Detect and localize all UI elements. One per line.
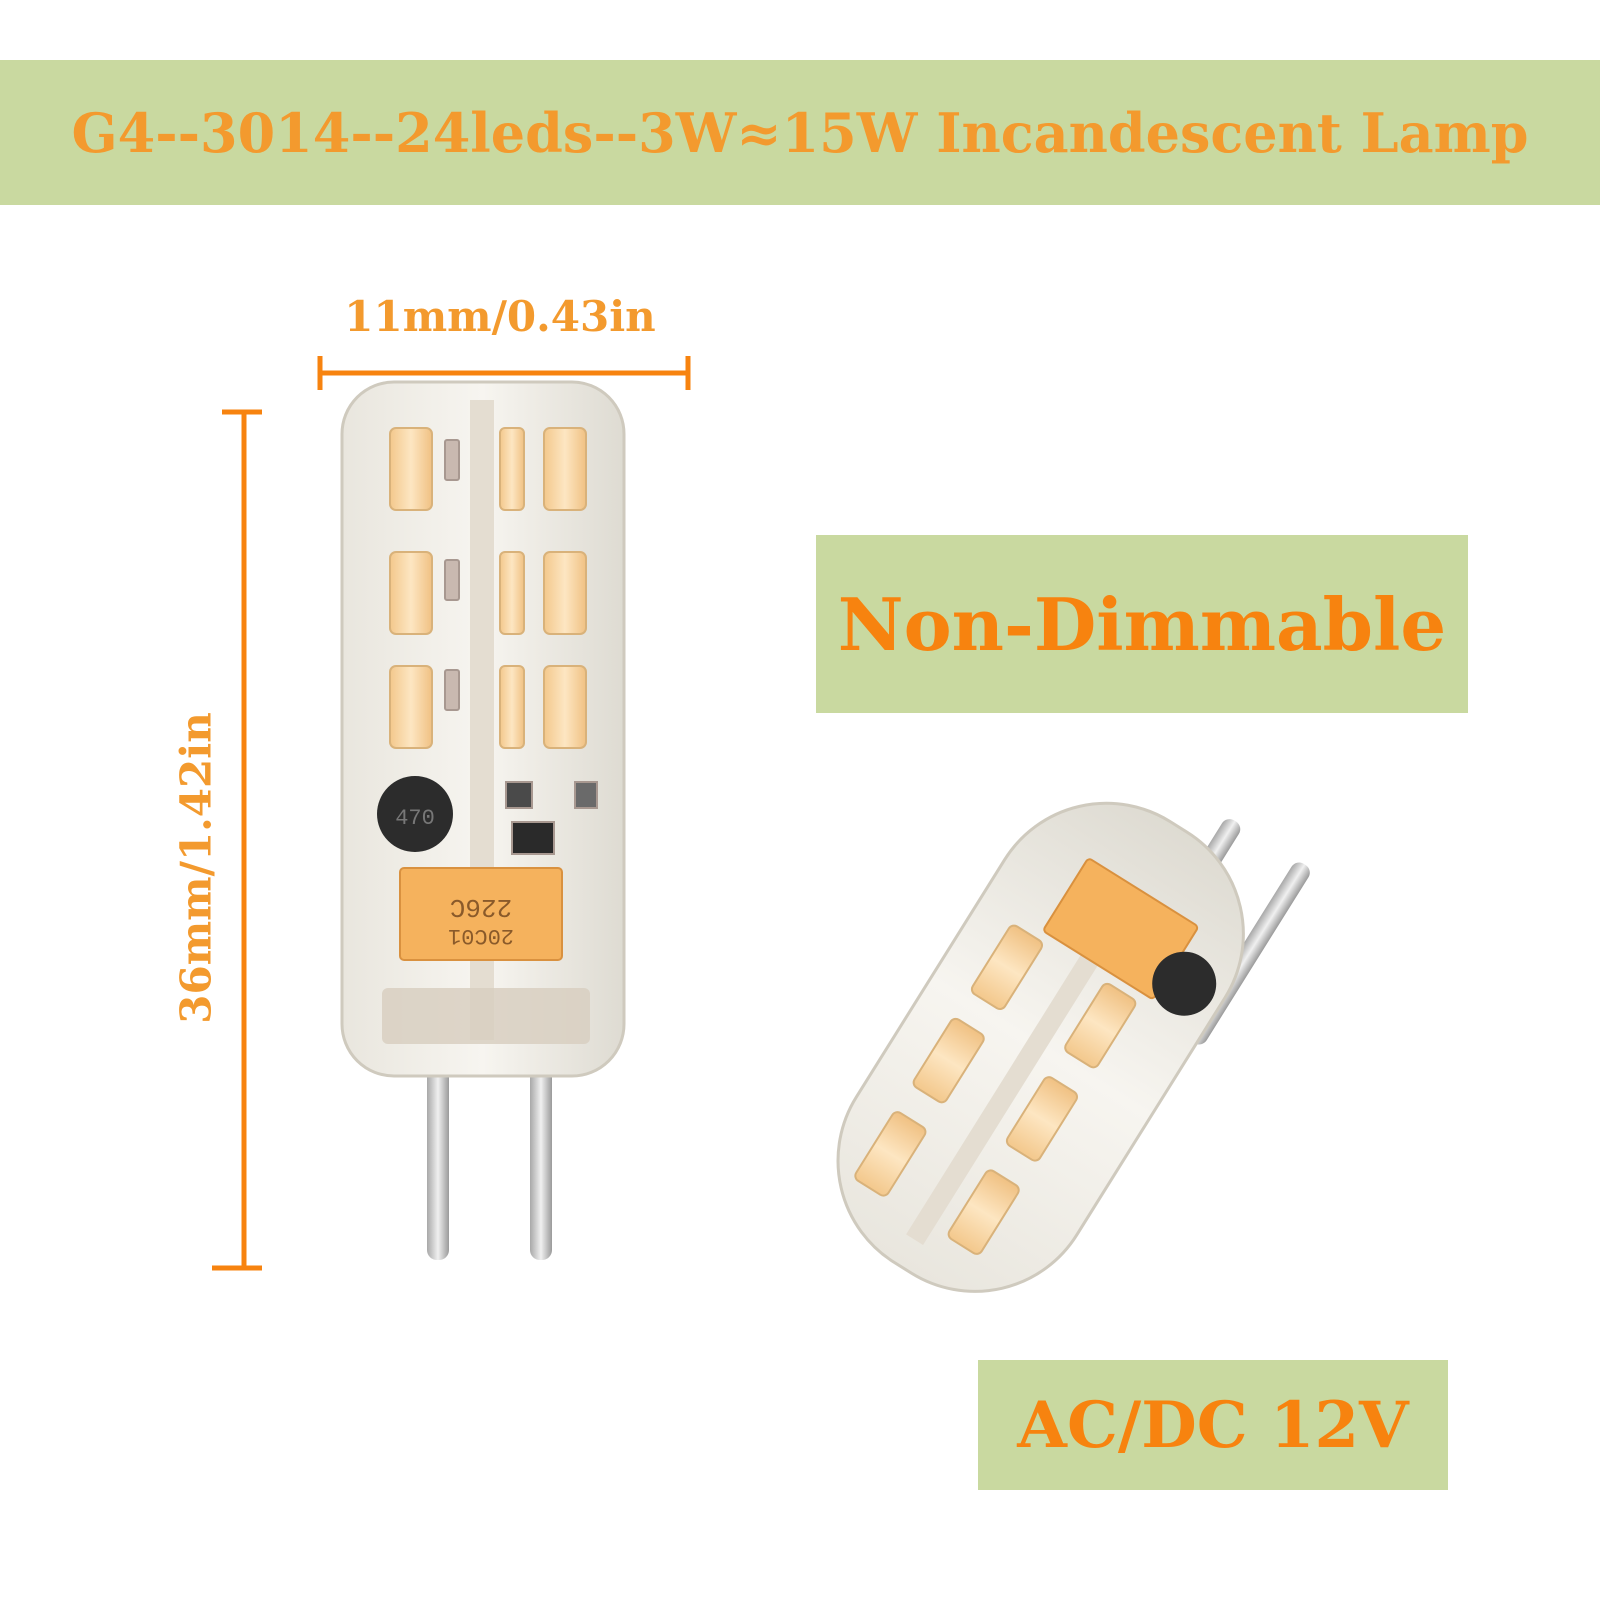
width-dimension-line — [317, 356, 691, 390]
height-dimension-line — [212, 409, 262, 1271]
angled-led-chips — [854, 924, 1137, 1255]
angled-inductor — [1152, 951, 1217, 1016]
voltage-badge: AC/DC 12V — [978, 1360, 1448, 1490]
width-dimension-label: 11mm/0.43in — [344, 292, 656, 341]
angled-bulb — [836, 801, 1310, 1293]
upright-bulb: 470 226C 20C01 — [340, 380, 626, 1260]
bulb-pin-left — [427, 1040, 449, 1260]
title-banner: G4--3014--24leds--3W≈15W Incandescent La… — [0, 60, 1600, 205]
product-title: G4--3014--24leds--3W≈15W Incandescent La… — [71, 100, 1529, 165]
capacitor-batch: 20C01 — [448, 923, 514, 948]
bulb-pin-right — [530, 1040, 552, 1260]
capacitor-code: 226C — [450, 892, 512, 922]
inductor — [377, 776, 453, 852]
inductor-marking: 470 — [395, 806, 435, 831]
tantalum-capacitor — [399, 867, 563, 961]
led-chips — [389, 427, 587, 749]
angled-circuit-board — [906, 895, 1136, 1246]
non-dimmable-badge: Non-Dimmable — [816, 535, 1468, 713]
small-components — [444, 439, 598, 855]
solder-joints — [382, 988, 590, 1044]
